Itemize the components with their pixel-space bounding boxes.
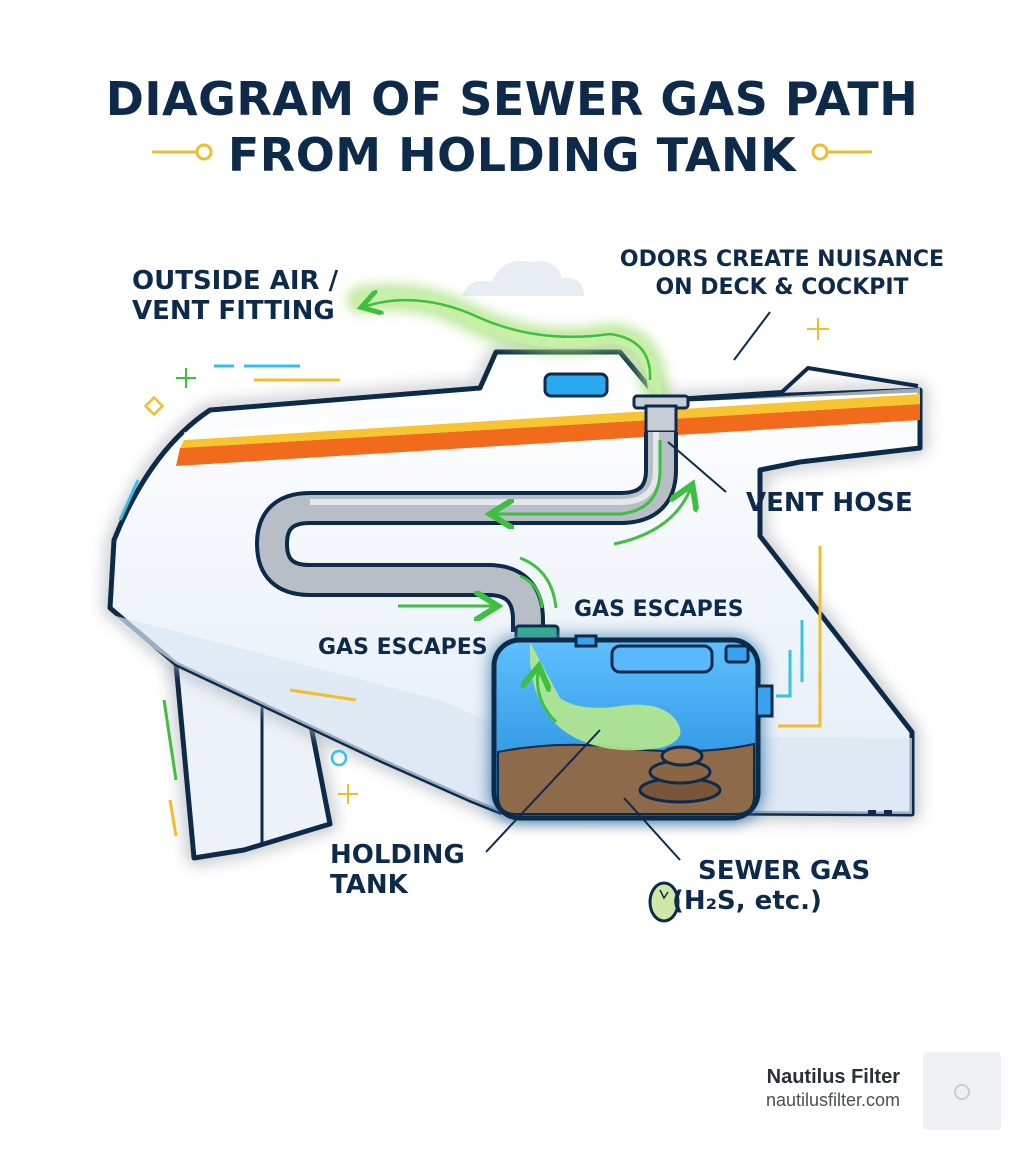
title-decoration-right bbox=[811, 143, 872, 161]
tank-handle bbox=[610, 644, 714, 674]
cockpit-rail bbox=[659, 365, 919, 402]
brand-name: Nautilus Filter bbox=[766, 1066, 900, 1088]
brand-logo-icon bbox=[923, 1052, 1001, 1130]
label-outside-air: OUTSIDE AIR / VENT FITTING bbox=[132, 266, 338, 326]
hull-stripe-yellow bbox=[180, 394, 920, 448]
gas-flow-arrow-curve bbox=[613, 490, 690, 546]
tank-gas-cloud bbox=[530, 642, 681, 751]
label-odors-line-1: ODORS CREATE NUISANCE bbox=[619, 247, 945, 272]
gas-escape-mark-2 bbox=[519, 574, 544, 609]
tank-cap-small bbox=[574, 634, 598, 648]
holding-tank-leader bbox=[485, 729, 601, 853]
label-holding-tank-line-1: HOLDING bbox=[330, 840, 465, 870]
label-holding-tank: HOLDING TANK bbox=[330, 840, 465, 900]
vent-hose-leader bbox=[667, 441, 727, 493]
brand-url: nautilusfilter.com bbox=[765, 1090, 900, 1110]
decorative-accents bbox=[118, 318, 892, 837]
odors-leader-line bbox=[733, 311, 771, 361]
tank-cap-right bbox=[724, 644, 750, 664]
page-title-line-2: FROM HOLDING TANK bbox=[227, 128, 797, 182]
waste-icon bbox=[638, 745, 722, 804]
sewer-gas-leader bbox=[623, 797, 681, 861]
label-outside-air-line-1: OUTSIDE AIR / bbox=[132, 266, 339, 296]
cabin-window bbox=[543, 372, 609, 398]
label-vent-hose: VENT HOSE bbox=[746, 488, 913, 518]
label-sewer-gas: SEWER GAS (H₂S, etc.) bbox=[672, 856, 871, 916]
cloud-icon bbox=[462, 260, 584, 296]
egg-icon bbox=[648, 881, 680, 923]
label-odors: ODORS CREATE NUISANCE ON DECK & COCKPIT bbox=[612, 246, 952, 302]
label-holding-tank-line-2: TANK bbox=[330, 870, 408, 900]
gas-flow-arrow-hose bbox=[496, 440, 662, 514]
title-decoration-left bbox=[152, 143, 213, 161]
label-sewer-gas-line-2: (H₂S, etc.) bbox=[672, 886, 822, 916]
label-gas-escapes-right: GAS ESCAPES bbox=[574, 597, 744, 622]
gas-flow-arrow-tank bbox=[537, 672, 558, 724]
hull-stripe-orange bbox=[176, 404, 920, 466]
gas-flow-arrow-exit bbox=[366, 300, 652, 381]
label-sewer-gas-line-1: SEWER GAS bbox=[698, 856, 871, 886]
tank-side-port bbox=[758, 684, 774, 718]
label-gas-escapes-left: GAS ESCAPES bbox=[318, 635, 488, 660]
tank-sludge bbox=[497, 742, 755, 815]
label-odors-line-2: ON DECK & COCKPIT bbox=[655, 275, 909, 300]
page-title-line-1: DIAGRAM OF SEWER GAS PATH bbox=[105, 72, 919, 126]
label-outside-air-line-2: VENT FITTING bbox=[132, 296, 335, 326]
gas-escape-mark-1 bbox=[519, 556, 558, 609]
vent-fitting-icon bbox=[632, 394, 690, 434]
